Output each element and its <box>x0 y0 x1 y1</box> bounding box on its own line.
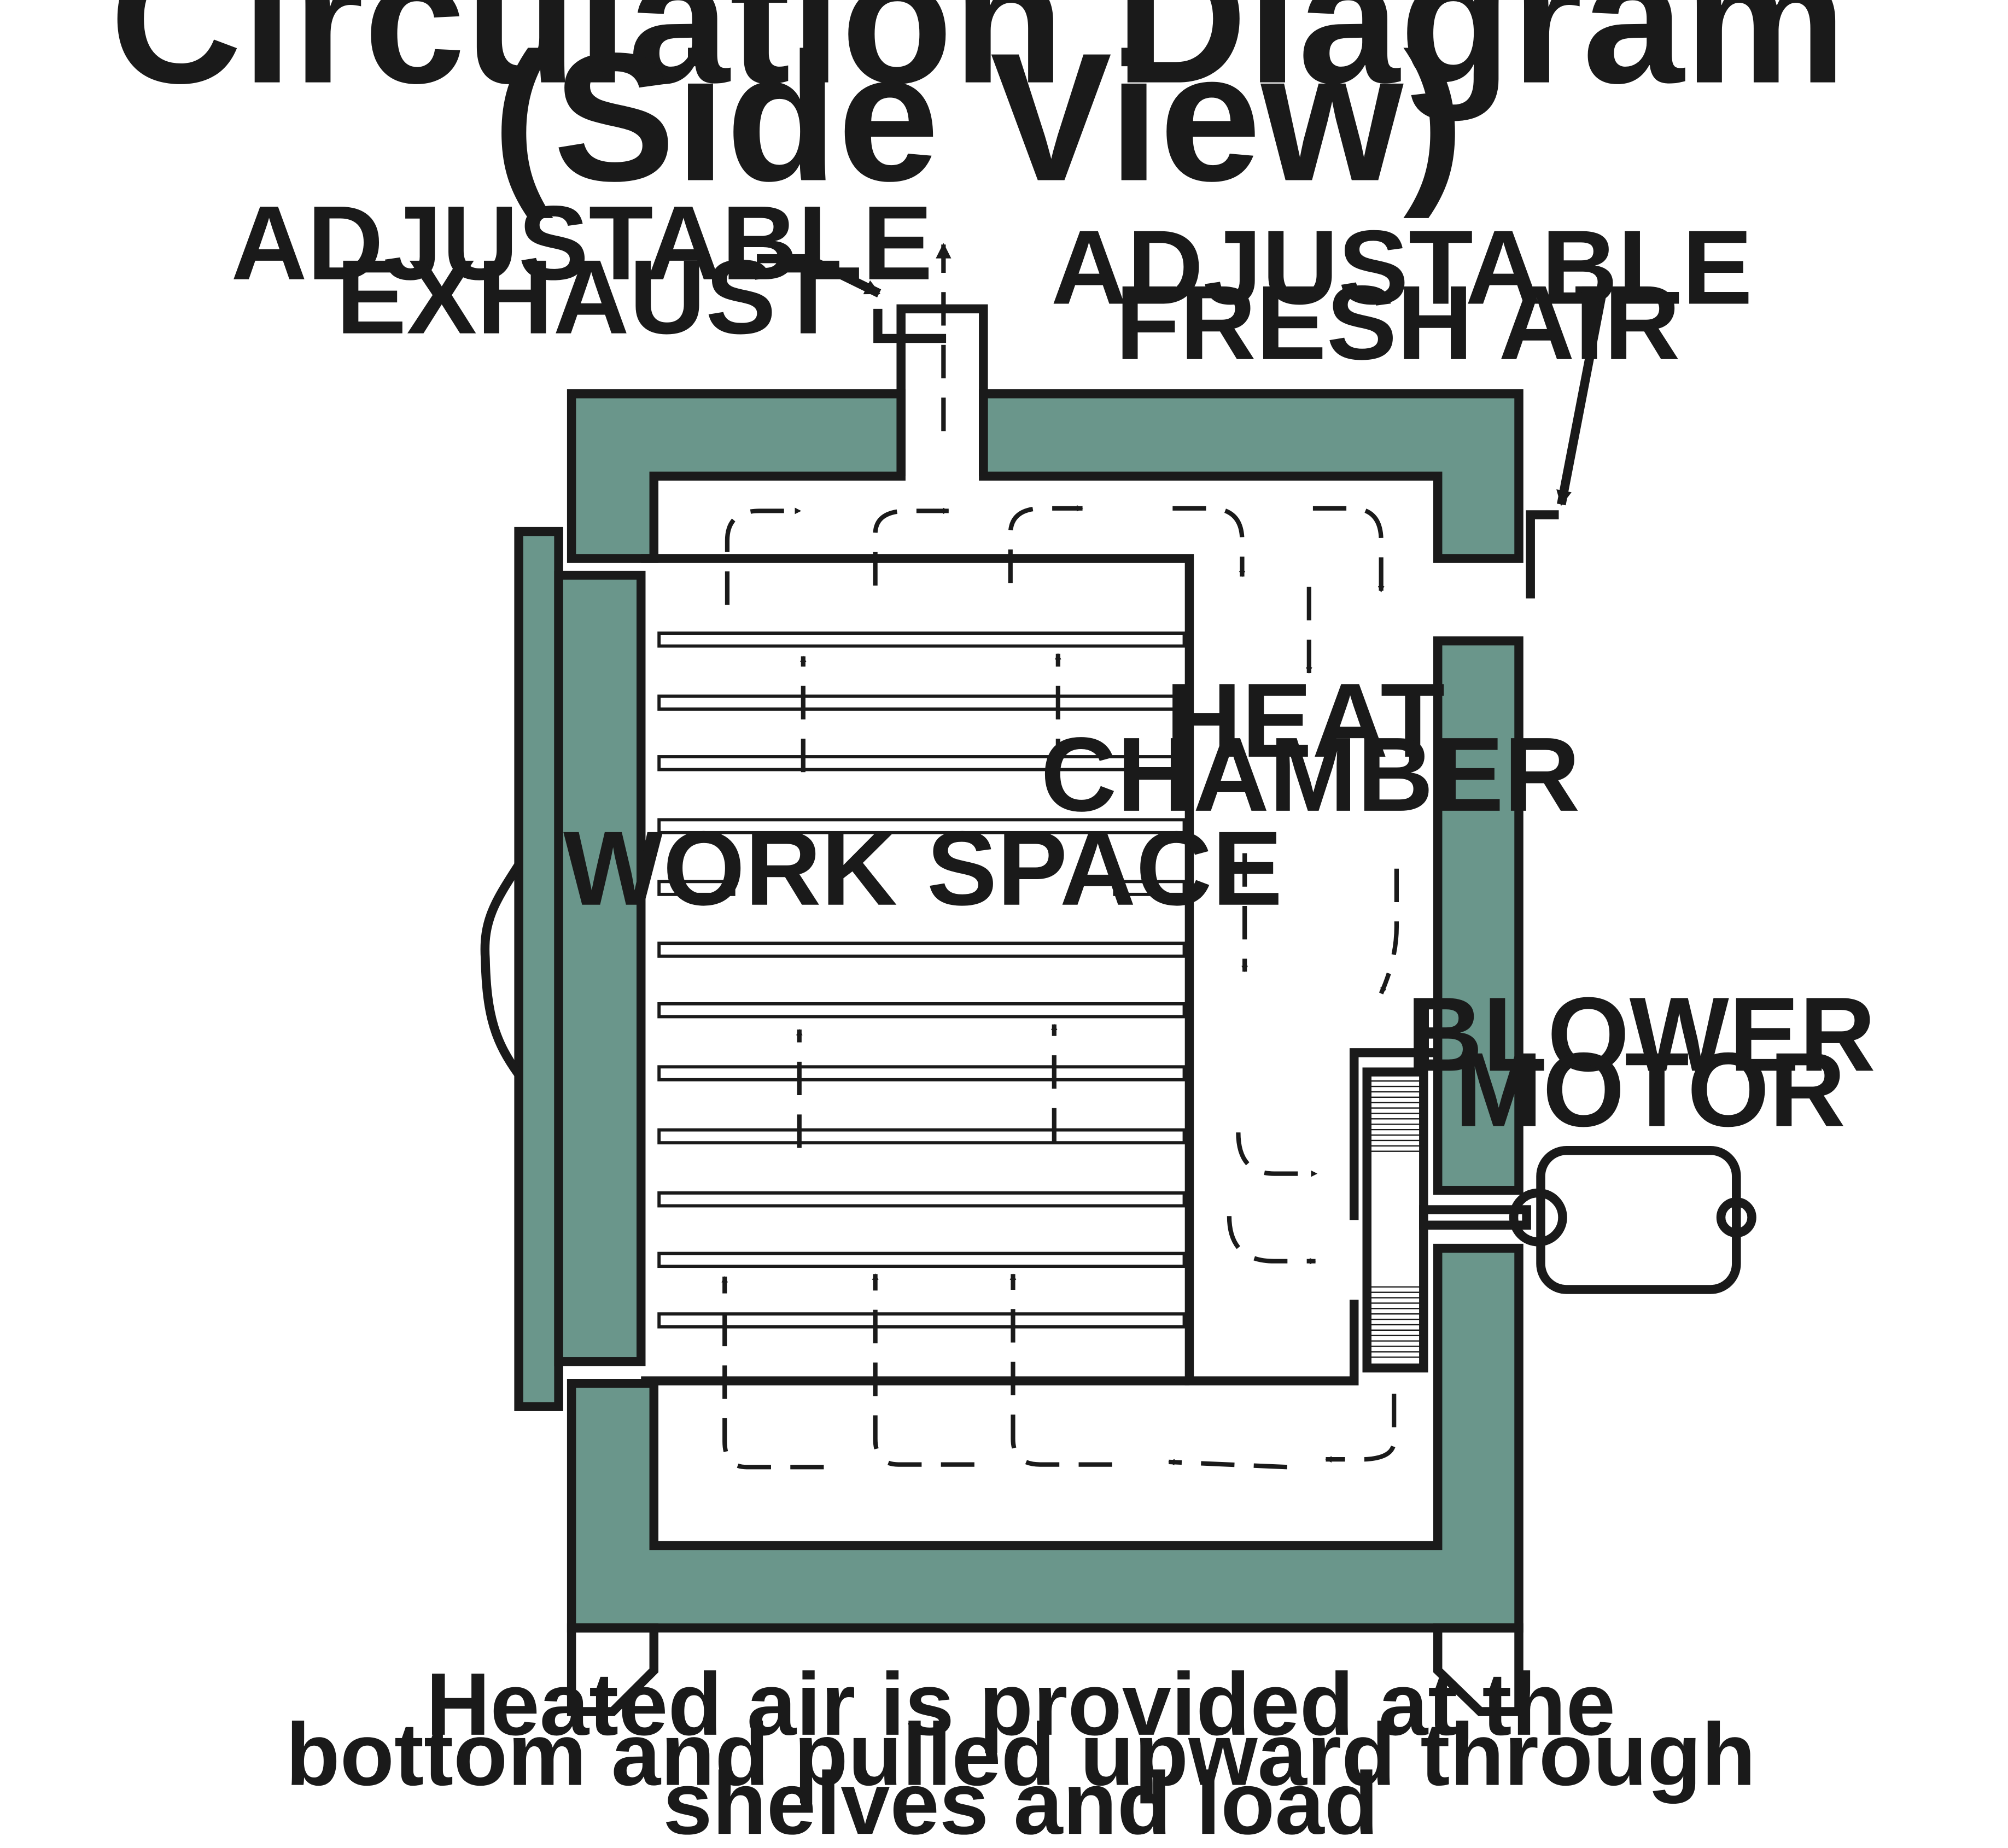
blower-motor-label-line2: MOTOR <box>1455 1031 1846 1149</box>
blower-motor-label-line1: BLOWER <box>1406 975 1876 1093</box>
caption-line3: shelves and load <box>663 1754 1379 1848</box>
flow-arrow <box>873 507 949 586</box>
fresh-air-damper <box>1526 510 1559 599</box>
shelf <box>657 631 1186 648</box>
flow-arrow <box>1236 1132 1318 1177</box>
flow-arrow <box>1172 506 1246 577</box>
heat-chamber-label-line2: CHAMBER <box>1041 715 1580 833</box>
shelf <box>1113 880 1186 896</box>
top-insulation <box>567 389 906 563</box>
flow-arrow <box>1168 1459 1288 1470</box>
flow-arrow <box>1379 868 1399 995</box>
right-leg <box>1433 1623 1523 1716</box>
exhaust-label-line1: ADJUSTABLE <box>231 184 932 302</box>
door-insulation <box>554 570 646 1366</box>
air-flow-arrows <box>721 505 1399 1470</box>
fresh-air-leader <box>1556 286 1608 506</box>
shelf <box>657 755 1186 771</box>
shelf <box>657 880 736 896</box>
shelf <box>657 1312 1186 1329</box>
flow-arrow <box>1009 1273 1112 1467</box>
shelves <box>657 631 1186 1329</box>
flow-arrow <box>1008 505 1083 583</box>
flow-arrow <box>1312 506 1385 593</box>
flow-arrow <box>725 507 802 605</box>
exhaust-leader <box>757 254 882 298</box>
blower-shroud <box>1349 1048 1438 1220</box>
shelf <box>657 1191 1186 1208</box>
door-handle <box>480 862 523 1078</box>
exhaust-label-line2: EXHAUST <box>336 238 840 356</box>
top-right-insulation <box>979 389 1523 563</box>
bottom-insulation <box>567 1243 1523 1633</box>
diagram-title-line1: Circulation Diagram <box>110 0 1847 122</box>
flow-arrow <box>872 1273 974 1467</box>
exhaust-damper <box>873 308 947 343</box>
left-leg <box>567 1623 659 1716</box>
shelf <box>657 694 1186 711</box>
shelf <box>657 1065 1186 1081</box>
flow-arrow <box>721 1276 824 1470</box>
fresh-air-label-line2: FRESH AIR <box>1116 264 1680 382</box>
caption-line2: bottom and pulled upward through <box>286 1705 1756 1804</box>
blower-motor <box>1509 1146 1756 1294</box>
fresh-air-label-line1: ADJUSTABLE <box>1051 208 1753 326</box>
motor-body <box>1536 1146 1741 1294</box>
blower-fins <box>1370 1080 1420 1358</box>
shelf <box>657 1002 1186 1019</box>
shelf <box>657 941 1186 958</box>
shelf <box>657 1128 1186 1145</box>
diagram-title-line2: (Side View) <box>492 15 1464 220</box>
caption-line1: Heated air is provided at the <box>426 1655 1615 1754</box>
exhaust-stack <box>873 243 988 476</box>
flow-arrow <box>1227 1216 1316 1265</box>
shelf <box>657 1252 1186 1268</box>
blower-wheel <box>1362 1067 1531 1373</box>
heat-chamber-label-line1: HEAT <box>1165 661 1445 779</box>
blower-wheel-housing <box>1362 1067 1428 1373</box>
shelf <box>657 818 1186 834</box>
work-space-liner <box>641 554 1438 1385</box>
work-space-label: WORK SPACE <box>563 809 1282 927</box>
flow-arrow <box>1325 1394 1397 1463</box>
right-wall-upper <box>1433 636 1523 1195</box>
door-panel <box>514 527 563 1411</box>
oven-body <box>480 389 1523 1716</box>
blower-shaft <box>1419 1205 1531 1230</box>
